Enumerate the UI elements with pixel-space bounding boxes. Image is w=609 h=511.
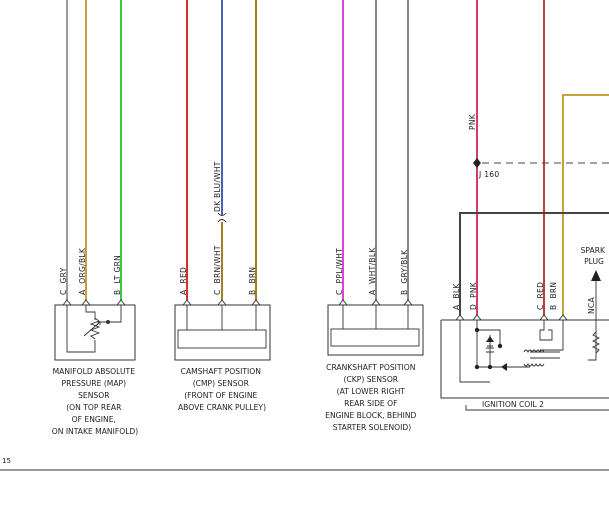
ckp-wire-b-label: BGRY/BLK	[400, 249, 409, 295]
coil-pin-a-label: ABLK	[452, 283, 461, 310]
cmp-wire-b-label: BBRN	[248, 267, 257, 295]
cmp-wire-a-label: ARED	[179, 267, 188, 295]
cmp-sensor-body	[174, 304, 271, 361]
cmp-wire-transition	[217, 212, 227, 223]
coil-secondary-winding	[523, 362, 545, 367]
cmp-sensor-leads	[186, 305, 257, 330]
map-connector-marks	[62, 299, 126, 306]
spark-plug-label: SPARK PLUG	[581, 246, 608, 266]
map-sensor-internal	[66, 305, 122, 353]
coil-pin-c-label: CRED	[536, 282, 545, 310]
coil-diode	[486, 336, 494, 342]
map-sensor-group: CGRY AORG/BLK BLT GRN MANIFOLD ABSOLUTE …	[52, 0, 139, 436]
coil-nca-label: NCA	[587, 297, 596, 314]
ignition-coil-group: J 160 PNK ABLK DPNK CRED BBRN NCA SPARK …	[440, 0, 609, 411]
coil-connector-marks	[455, 314, 568, 321]
coil-node-2	[474, 364, 480, 370]
ckp-wire-a-label: AWHT/BLK	[368, 247, 377, 295]
map-sensor-wiper	[83, 321, 101, 337]
splice-diamond	[473, 158, 481, 168]
cmp-sensor-description: CAMSHAFT POSITION (CMP) SENSOR (FRONT OF…	[178, 367, 266, 412]
coil-pin-d-label: DPNK	[469, 281, 478, 310]
map-wire-a-label: AORG/BLK	[78, 247, 87, 295]
spark-plug-arrow	[591, 270, 601, 281]
cmp-sensor-group: DK BLU/WHT ARED CBRN/WHT BBRN CAMSHAFT P…	[174, 0, 271, 412]
ckp-wire-c-label: CPPL/WHT	[335, 248, 344, 295]
coil-body	[440, 319, 609, 399]
ckp-sensor-description: CRANKSHAFT POSITION (CKP) SENSOR (AT LOW…	[325, 363, 419, 432]
coil-node-1	[474, 327, 480, 333]
coil-label-bracket	[465, 405, 609, 411]
ckp-sensor-inner	[330, 328, 420, 347]
map-wire-b-label: BLT GRN	[113, 255, 122, 295]
coil-primary-winding	[523, 349, 545, 354]
page-number: 15	[2, 457, 11, 465]
map-sensor-node	[106, 320, 110, 324]
map-sensor-description: MANIFOLD ABSOLUTE PRESSURE (MAP) SENSOR …	[52, 367, 139, 436]
map-wire-c-label: CGRY	[59, 267, 68, 295]
coil-pin-b-label: BBRN	[549, 282, 558, 310]
ckp-sensor-body	[327, 304, 424, 356]
coil-node-4	[497, 343, 503, 349]
splice-label: J 160	[478, 170, 499, 179]
ckp-connector-marks	[338, 299, 413, 306]
ckp-sensor-leads	[342, 305, 409, 329]
map-sensor-body	[54, 304, 136, 361]
cmp-sensor-inner	[177, 329, 267, 349]
cmp-upper-wire-label: DK BLU/WHT	[213, 161, 222, 212]
coil-upper-wire-label: PNK	[468, 113, 477, 130]
ckp-sensor-group: CPPL/WHT AWHT/BLK BGRY/BLK CRANKSHAFT PO…	[325, 0, 424, 432]
coil-internal-circuit	[459, 320, 597, 383]
coil-node-3	[487, 364, 493, 370]
coil-wire-brn	[562, 94, 609, 315]
coil-spark-zigzag	[591, 331, 601, 354]
coil-diode-2	[501, 363, 507, 371]
coil-label: IGNITION COIL 2	[482, 400, 544, 409]
coil-wire-blk	[459, 212, 609, 315]
cmp-connector-marks	[182, 299, 261, 306]
cmp-wire-c-label: CBRN/WHT	[213, 245, 222, 295]
